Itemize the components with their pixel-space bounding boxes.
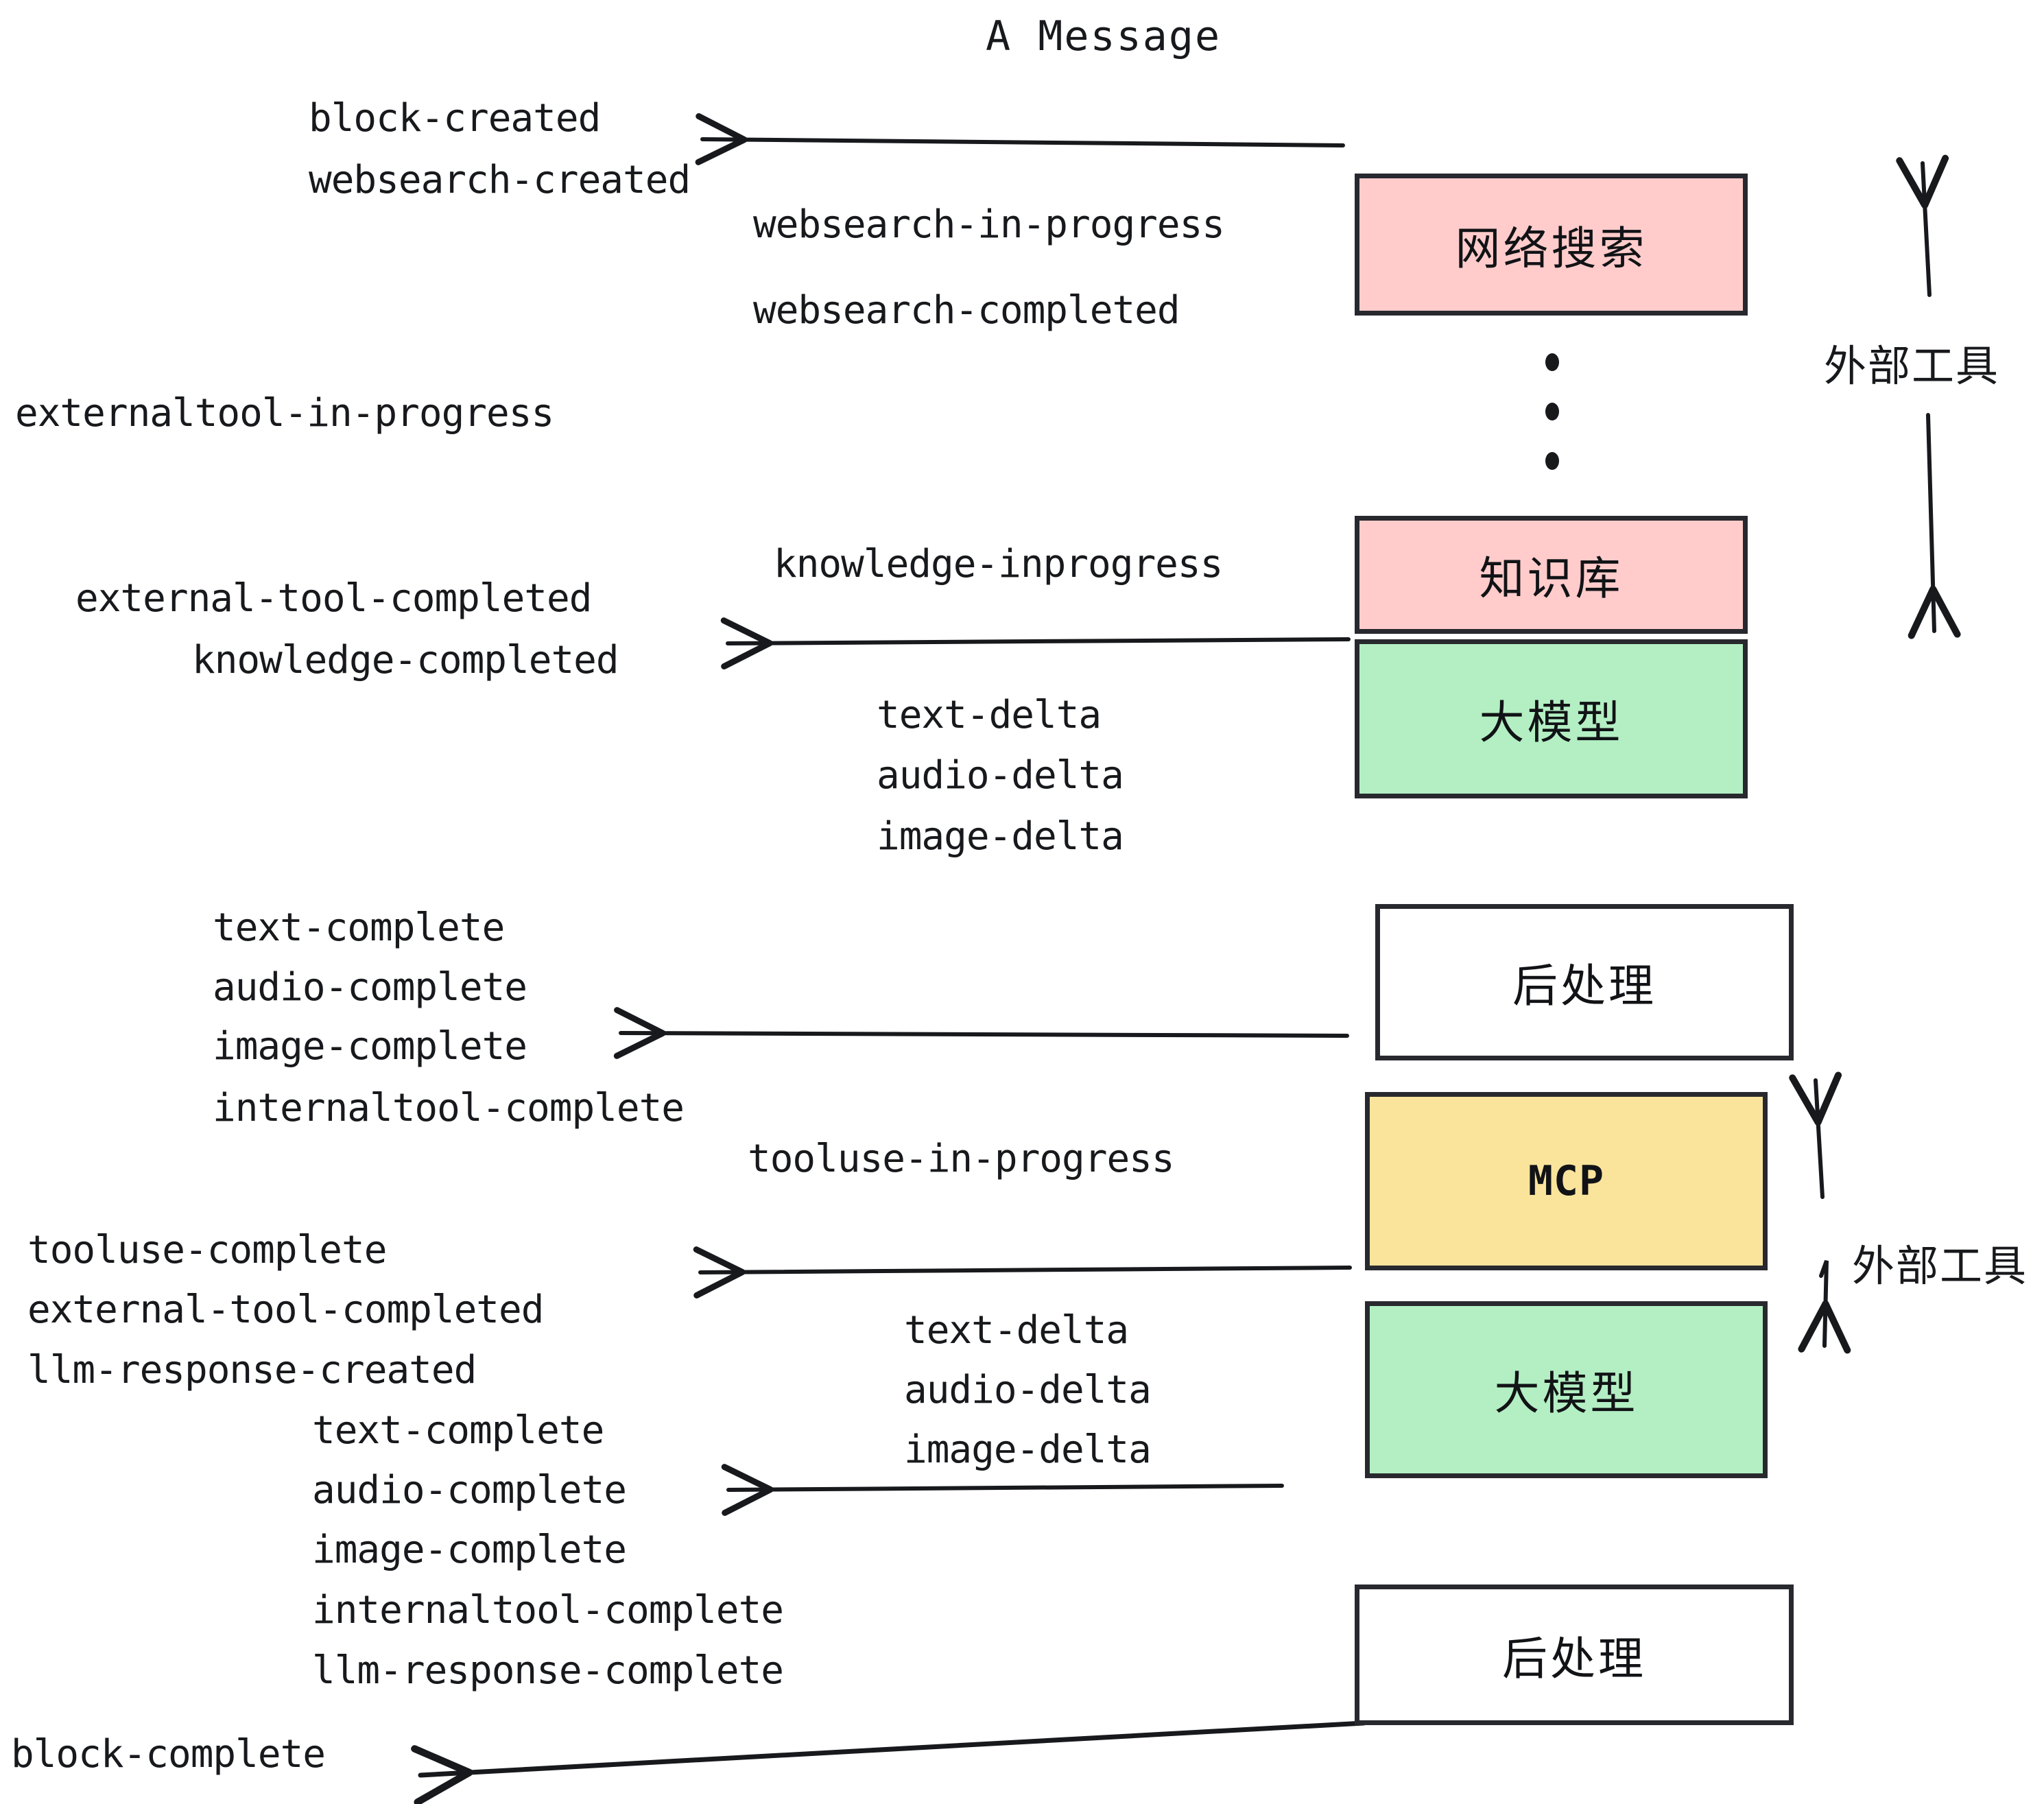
box-postprocess-2-label: 后处理 (1502, 1632, 1646, 1685)
arrow-external-tool-top-down (1908, 413, 1961, 639)
event-tooluse-in-progress: tooluse-in-progress (748, 1137, 1175, 1181)
box-llm-2-label: 大模型 (1494, 1367, 1639, 1420)
event-text-complete-2: text-complete (312, 1408, 604, 1453)
event-image-delta-2: image-delta (904, 1427, 1152, 1472)
box-llm-2[interactable]: 大模型 (1365, 1301, 1768, 1478)
arrow-mcp-to-events (693, 1246, 1352, 1298)
event-websearch-created: websearch-created (309, 158, 691, 202)
event-websearch-completed: websearch-completed (753, 288, 1180, 333)
arrow-llm2-to-events (721, 1464, 1284, 1516)
box-postprocess-1[interactable]: 后处理 (1375, 904, 1794, 1060)
box-websearch-label: 网络搜索 (1455, 222, 1648, 275)
event-text-complete-1: text-complete (213, 905, 505, 950)
diagram-title: A Message (986, 12, 1222, 60)
arrow-external-tool-bottom-up (1789, 1071, 1842, 1199)
event-llm-response-created: llm-response-created (27, 1348, 477, 1392)
event-audio-delta-1: audio-delta (877, 753, 1124, 798)
box-llm-1-label: 大模型 (1479, 696, 1624, 749)
box-websearch[interactable]: 网络搜索 (1355, 174, 1748, 316)
event-external-tool-completed-1: external-tool-completed (75, 576, 592, 621)
box-postprocess-2[interactable]: 后处理 (1355, 1585, 1794, 1725)
event-audio-complete-2: audio-complete (312, 1468, 627, 1512)
ellipsis-dot (1545, 353, 1559, 371)
arrow-websearch-to-events (695, 113, 1345, 165)
arrow-external-tool-top-up (1896, 154, 1949, 297)
event-knowledge-completed: knowledge-completed (192, 638, 619, 683)
event-image-delta-1: image-delta (877, 814, 1124, 859)
arrow-knowledge-to-events (720, 617, 1351, 669)
event-text-delta-1: text-delta (877, 693, 1102, 737)
arrow-external-tool-bottom-down (1798, 1259, 1851, 1354)
event-externaltool-in-progress: externaltool-in-progress (15, 391, 554, 436)
ellipsis-dot (1545, 403, 1559, 420)
arrow-llm1-to-events (613, 1007, 1349, 1059)
event-image-complete-1: image-complete (213, 1024, 527, 1069)
box-llm-1[interactable]: 大模型 (1355, 639, 1748, 798)
event-image-complete-2: image-complete (312, 1528, 627, 1572)
side-label-external-tool-top: 外部工具 (1824, 341, 2000, 391)
event-block-created: block-created (309, 96, 601, 141)
box-knowledge[interactable]: 知识库 (1355, 516, 1748, 634)
event-block-complete: block-complete (11, 1732, 326, 1777)
event-knowledge-inprogress: knowledge-inprogress (774, 542, 1223, 586)
event-tooluse-complete: tooluse-complete (27, 1228, 387, 1272)
event-websearch-in-progress: websearch-in-progress (753, 202, 1225, 247)
box-mcp[interactable]: MCP (1365, 1092, 1768, 1270)
event-external-tool-completed-2: external-tool-completed (27, 1287, 544, 1332)
event-audio-delta-2: audio-delta (904, 1368, 1152, 1412)
event-text-delta-2: text-delta (904, 1308, 1129, 1353)
box-knowledge-label: 知识库 (1479, 552, 1624, 605)
event-internaltool-complete-2: internaltool-complete (312, 1588, 784, 1633)
event-audio-complete-1: audio-complete (213, 965, 527, 1010)
event-internaltool-complete-1: internaltool-complete (213, 1086, 685, 1130)
box-postprocess-1-label: 后处理 (1512, 960, 1656, 1012)
ellipsis-dot (1545, 452, 1559, 470)
vertical-ellipsis (1545, 353, 1559, 501)
box-mcp-label: MCP (1528, 1157, 1605, 1205)
arrow-postprocess2-to-block-complete (411, 1720, 1366, 1804)
side-label-external-tool-bottom: 外部工具 (1852, 1241, 2028, 1291)
event-llm-response-complete: llm-response-complete (312, 1648, 784, 1693)
